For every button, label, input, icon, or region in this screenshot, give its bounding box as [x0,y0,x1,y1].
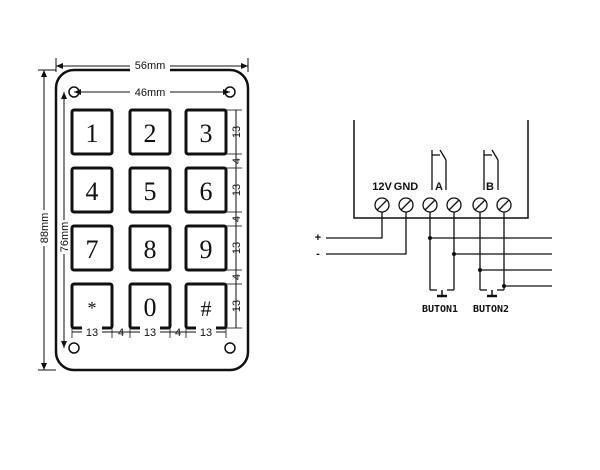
minus-label: - [316,248,320,260]
dim-gap-h-2: 4 [175,327,181,339]
relay-switch-a [431,149,447,190]
key-hash-label: # [201,296,212,321]
dimension-outer-width: 56mm [55,58,249,72]
terminal-b-label: B [486,181,494,193]
key-8-label: 8 [144,235,157,264]
terminal-a-label: A [435,181,443,193]
key-8 [128,224,172,272]
terminal-drop-wires [429,212,505,290]
push-button-2-icon [480,289,504,298]
screw-terminals [374,197,512,213]
key-grid: 1 2 3 4 5 6 7 8 9 * 0 # [70,108,228,330]
terminal-12v-label: 12V [372,181,392,193]
key-5 [128,166,172,214]
mount-hole-bottom-right [224,342,236,354]
dim-key-w-3: 13 [200,327,212,339]
controller-module-outline [353,120,529,219]
dim-outer-width-label: 56mm [135,60,166,72]
keypad-outline [54,68,250,372]
push-button-1-icon [430,289,454,298]
dim-key-h-2: 13 [231,184,243,196]
dim-gap-h-1: 4 [118,327,124,339]
dim-gap-v-1: 4 [231,158,243,164]
key-2 [128,108,172,156]
dimension-inner-height: 76mm [58,92,71,348]
key-1 [70,108,114,156]
key-7 [70,224,114,272]
button2-label: BUTON2 [473,304,509,315]
dim-gap-v-3: 4 [231,274,243,280]
key-1-label: 1 [86,119,99,148]
plus-label: + [315,232,321,244]
dim-inner-height-label: 76mm [59,222,71,253]
dim-hole-spacing-label: 46mm [135,87,166,99]
dim-key-h-1: 13 [231,126,243,138]
dim-key-w-2: 13 [144,327,156,339]
keypad-drawing: 56mm 46mm 88mm 76mm [38,58,250,372]
key-2-label: 2 [144,119,157,148]
key-4-label: 4 [86,177,99,206]
key-9-label: 9 [200,235,213,264]
mount-hole-bottom-left [68,342,80,354]
dim-key-h-3: 13 [231,242,243,254]
dimension-hole-spacing: 46mm [74,86,230,99]
button1-label: BUTON1 [422,304,458,315]
dim-key-w-1: 13 [86,327,98,339]
dim-gap-v-2: 4 [231,216,243,222]
dimension-key-widths: 13 4 13 4 13 [71,326,227,339]
dim-key-h-4: 13 [231,300,243,312]
key-3 [184,108,228,156]
key-6-label: 6 [200,177,213,206]
key-0-label: 0 [144,293,157,322]
dimension-key-heights: 13 4 13 4 13 4 13 [226,109,243,329]
key-star-label: * [88,298,97,318]
relay-switch-b [483,149,499,190]
terminal-gnd-label: GND [394,181,419,193]
key-7-label: 7 [86,235,99,264]
key-5-label: 5 [144,177,157,206]
bus-wires [428,236,552,288]
power-wires: + - [315,212,407,260]
wiring-diagram: 12V GND A B + - [315,120,552,315]
dim-outer-height-label: 88mm [39,213,51,244]
dimension-outer-height: 88mm [38,69,56,371]
key-9 [184,224,228,272]
key-4 [70,166,114,214]
key-3-label: 3 [200,119,213,148]
key-6 [184,166,228,214]
